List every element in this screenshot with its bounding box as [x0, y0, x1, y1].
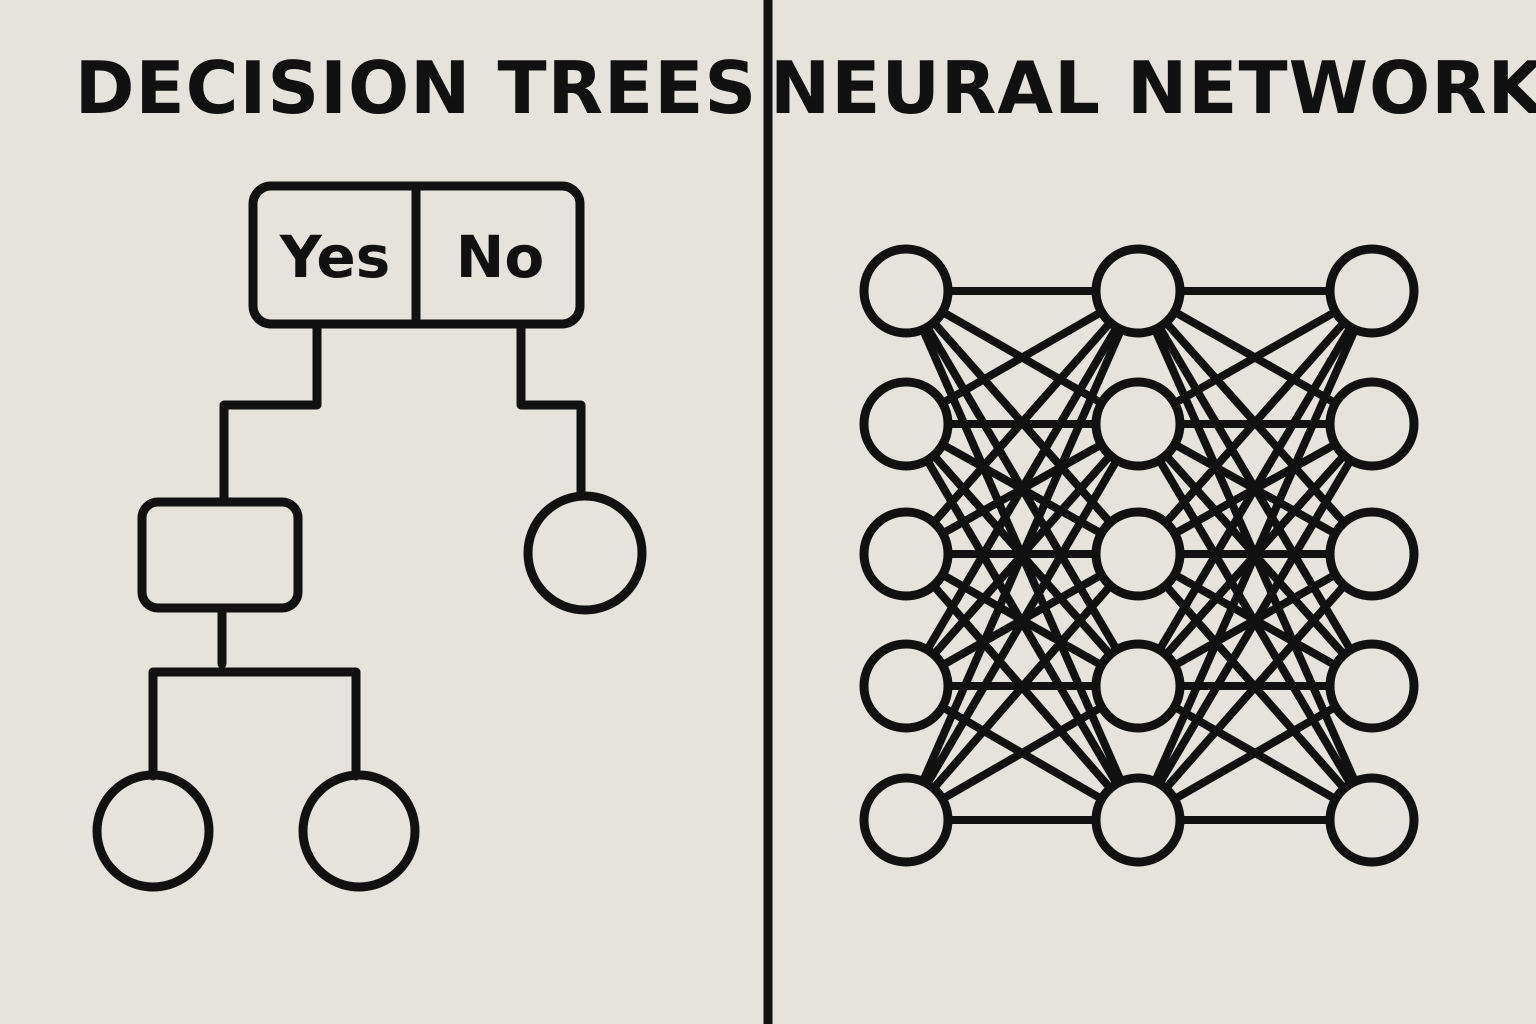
leaf-node-no — [523, 491, 647, 615]
connection-l2-n4-to-n1 — [1134, 287, 1376, 690]
neuron-layer3-2 — [1325, 377, 1419, 471]
intermediate-decision-box — [137, 497, 303, 613]
connection-l2-n3-to-n1 — [1134, 287, 1376, 558]
neuron-layer1-4 — [859, 639, 953, 733]
neuron-layer1-5 — [859, 773, 953, 867]
connection-l1-n3-to-n1 — [902, 287, 1142, 558]
no-label: No — [456, 223, 544, 291]
neuron-layer3-5 — [1325, 773, 1419, 867]
split-connector — [148, 667, 361, 781]
leaf-node-right — [298, 770, 420, 892]
connection-l2-n5-to-n1 — [1134, 287, 1376, 824]
connection-l2-n5-to-n2 — [1134, 420, 1376, 824]
neural-network-title: NEURAL NETWORK — [770, 46, 1536, 130]
neuron-layer2-2 — [1091, 377, 1185, 471]
neuron-layer3-4 — [1325, 639, 1419, 733]
connection-l2-n5-to-n3 — [1134, 550, 1376, 824]
neuron-layer3-1 — [1325, 244, 1419, 338]
connection-l1-n5-to-n1 — [902, 287, 1142, 824]
connection-l1-n4-to-n1 — [902, 287, 1142, 690]
neuron-layer1-3 — [859, 507, 953, 601]
decision-tree — [92, 181, 647, 892]
no-branch-connector — [516, 319, 586, 501]
neuron-layer2-3 — [1091, 507, 1185, 601]
neuron-layer1-2 — [859, 377, 953, 471]
neuron-layer2-1 — [1091, 244, 1185, 338]
yes-label: Yes — [279, 223, 391, 291]
neuron-layer1-1 — [859, 244, 953, 338]
connection-l1-n5-to-n3 — [902, 550, 1142, 824]
yes-branch-connector — [219, 319, 322, 507]
neural-network-neurons — [859, 244, 1419, 867]
neuron-layer2-4 — [1091, 639, 1185, 733]
leaf-node-left — [92, 770, 214, 892]
decision-trees-title: DECISION TREES — [74, 46, 758, 130]
neuron-layer2-5 — [1091, 773, 1185, 867]
connection-l1-n5-to-n2 — [902, 420, 1142, 824]
neuron-layer3-3 — [1325, 507, 1419, 601]
